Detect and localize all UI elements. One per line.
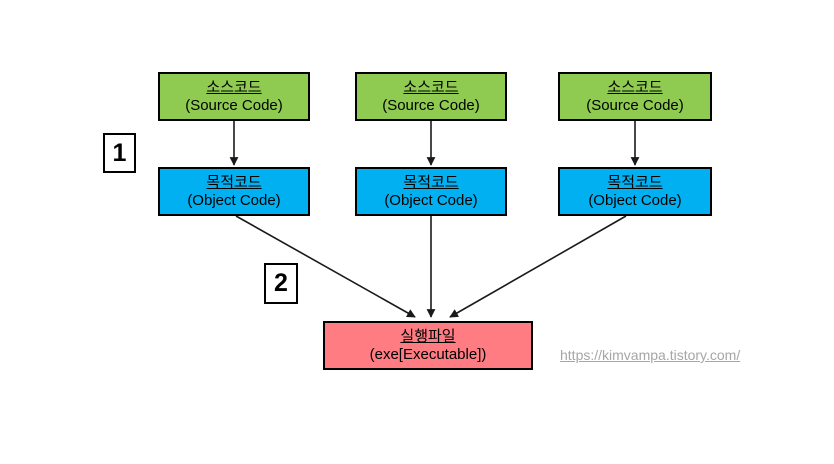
node-object-code-3: 목적코드 (Object Code) <box>558 167 712 216</box>
node-label-en: (Source Code) <box>185 96 283 114</box>
node-source-code-3: 소스코드 (Source Code) <box>558 72 712 121</box>
node-source-code-1: 소스코드 (Source Code) <box>158 72 310 121</box>
node-label-en: (Source Code) <box>382 96 480 114</box>
node-label-en: (Object Code) <box>384 191 478 209</box>
node-label-en: (Object Code) <box>187 191 281 209</box>
node-label-ko: 소스코드 <box>607 78 663 96</box>
watermark-url: https://kimvampa.tistory.com/ <box>560 347 741 363</box>
node-label-en: (exe[Executable]) <box>369 345 487 363</box>
node-executable: 실행파일 (exe[Executable]) <box>323 321 533 370</box>
node-label-en: (Source Code) <box>586 96 684 114</box>
node-source-code-2: 소스코드 (Source Code) <box>355 72 507 121</box>
node-label-ko: 목적코드 <box>206 173 262 191</box>
step-marker-label: 2 <box>274 269 288 297</box>
step-marker-label: 1 <box>112 138 127 167</box>
node-label-ko: 실행파일 <box>400 327 456 345</box>
node-object-code-1: 목적코드 (Object Code) <box>158 167 310 216</box>
step-marker-1: 1 <box>103 133 136 173</box>
node-label-en: (Object Code) <box>588 191 682 209</box>
node-label-ko: 소스코드 <box>403 78 459 96</box>
node-label-ko: 목적코드 <box>607 173 663 191</box>
arrow-object-to-exe-3 <box>449 215 627 318</box>
node-label-ko: 목적코드 <box>403 173 459 191</box>
arrow-object-to-exe-1 <box>235 215 416 318</box>
step-marker-2: 2 <box>264 263 298 304</box>
node-label-ko: 소스코드 <box>206 78 262 96</box>
node-object-code-2: 목적코드 (Object Code) <box>355 167 507 216</box>
